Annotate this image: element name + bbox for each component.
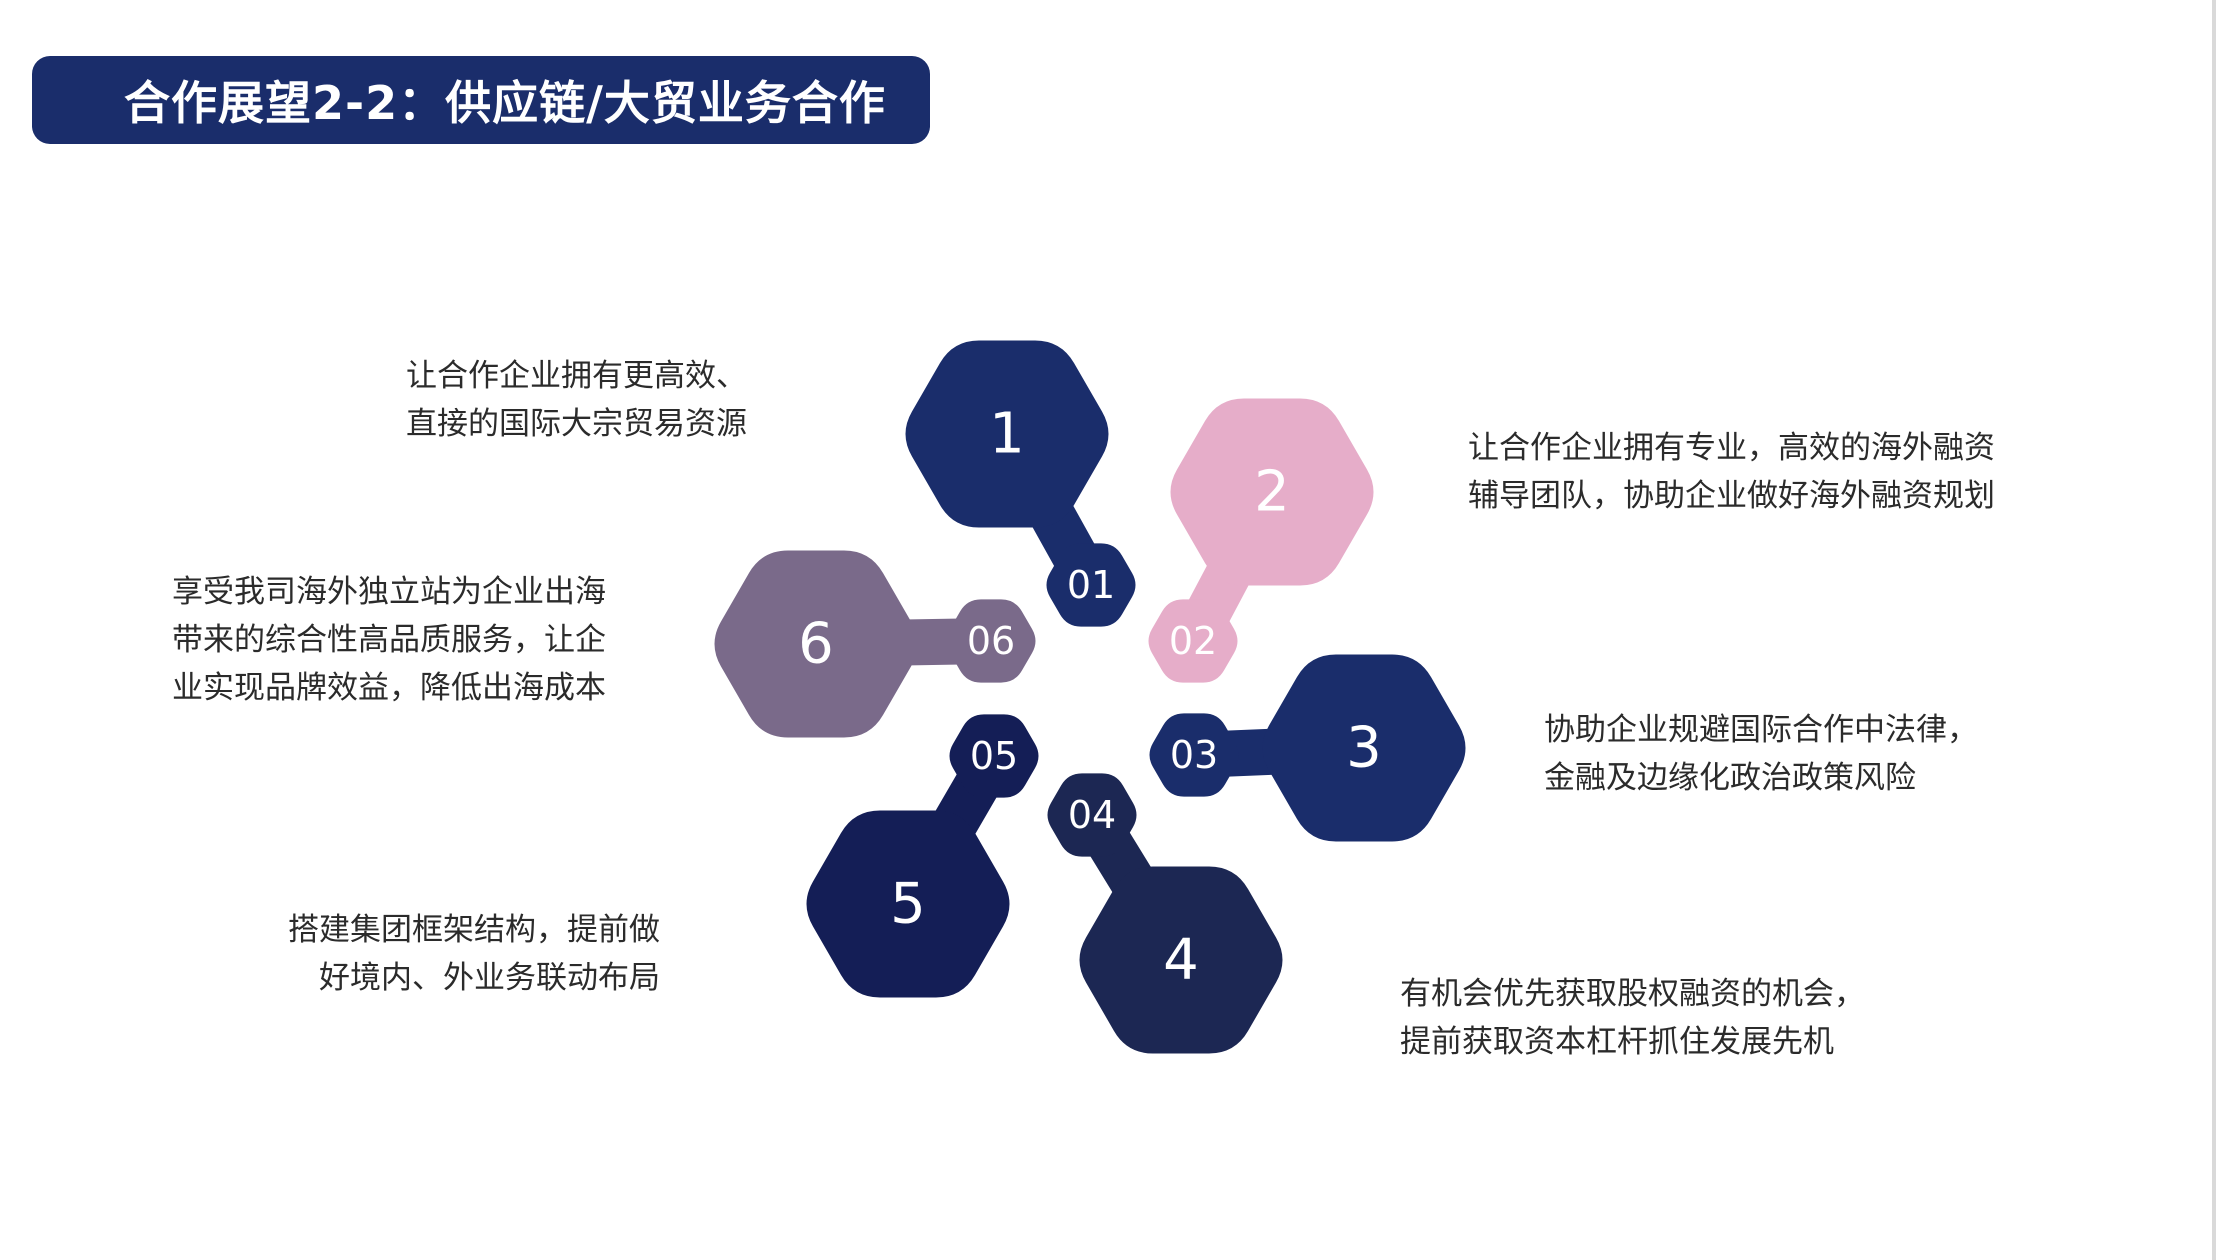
small-hexagon-1 [1046,543,1136,627]
hexagon-1 [905,340,1109,528]
hexagon-3 [1262,654,1466,842]
desc-5: 搭建集团框架结构，提前做 好境内、外业务联动布局 [268,906,660,1002]
desc-6-line-3: 业实现品牌效益，降低出海成本 [172,670,606,706]
small-hexagon-1-number: 01 [1067,563,1115,607]
small-hexagon-6-number: 06 [967,619,1015,663]
small-hexagon-3 [1149,713,1239,797]
desc-4: 有机会优先获取股权融资的机会， 提前获取资本杠杆抓住发展先机 [1400,970,1865,1066]
hexagon-1-number: 1 [989,402,1025,467]
small-hexagon-4-number: 04 [1068,793,1116,837]
desc-2: 让合作企业拥有专业，高效的海外融资 辅导团队，协助企业做好海外融资规划 [1468,424,1995,520]
desc-6-line-1: 享受我司海外独立站为企业出海 [172,574,606,610]
desc-2-line-2: 辅导团队，协助企业做好海外融资规划 [1468,478,1995,514]
desc-4-line-1: 有机会优先获取股权融资的机会， [1400,976,1865,1012]
desc-3-line-1: 协助企业规避国际合作中法律， [1544,712,1978,748]
desc-1-line-1: 让合作企业拥有更高效、 [406,358,747,394]
desc-3-line-2: 金融及边缘化政治政策风险 [1544,760,1916,796]
desc-6-line-2: 带来的综合性高品质服务，让企 [172,622,606,658]
small-hexagon-5-number: 05 [970,734,1018,778]
desc-5-line-2: 好境内、外业务联动布局 [319,960,660,996]
desc-3: 协助企业规避国际合作中法律， 金融及边缘化政治政策风险 [1544,706,1978,802]
small-hexagon-6 [946,599,1036,683]
small-hexagon-2-number: 02 [1169,619,1217,663]
hexagon-2 [1170,398,1374,586]
hexagon-2-number: 2 [1254,460,1290,525]
slide-right-edge [2212,0,2216,1260]
small-hexagon-3-number: 03 [1170,733,1218,777]
desc-1: 让合作企业拥有更高效、 直接的国际大宗贸易资源 [406,352,747,448]
page-title: 合作展望2-2：供应链/大贸业务合作 [124,76,886,130]
small-hexagon-5 [949,714,1039,798]
desc-6: 享受我司海外独立站为企业出海 带来的综合性高品质服务，让企 业实现品牌效益，降低… [172,568,606,712]
hexagon-4-number: 4 [1163,928,1199,993]
hexagon-5 [806,810,1010,998]
desc-5-line-1: 搭建集团框架结构，提前做 [288,912,660,948]
title-banner: 合作展望2-2：供应链/大贸业务合作 [32,56,930,144]
desc-2-line-1: 让合作企业拥有专业，高效的海外融资 [1468,430,1995,466]
desc-4-line-2: 提前获取资本杠杆抓住发展先机 [1400,1024,1834,1060]
small-hexagon-2 [1148,599,1238,683]
hexagon-6-number: 6 [798,612,834,677]
hexagon-3-number: 3 [1346,716,1382,781]
hexagon-4 [1079,866,1283,1054]
hexagon-6 [714,550,918,738]
desc-1-line-2: 直接的国际大宗贸易资源 [406,406,747,442]
hexagon-5-number: 5 [890,872,926,937]
small-hexagon-4 [1047,773,1137,857]
